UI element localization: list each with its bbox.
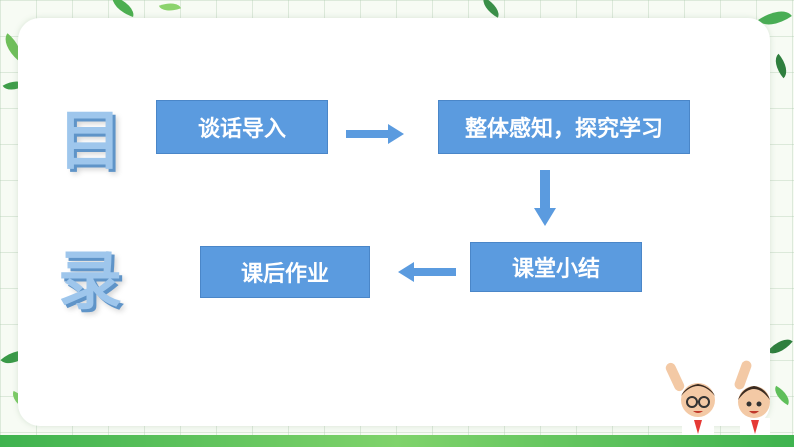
leaf-icon [108, 0, 138, 18]
leaf-icon [767, 333, 793, 360]
step-box-summary: 课堂小结 [470, 242, 642, 292]
title-char-lu: 录 [58, 245, 122, 319]
arrow-right-icon [346, 124, 404, 144]
step-box-homework: 课后作业 [200, 246, 370, 298]
ground-strip [0, 435, 794, 447]
arrow-left-icon [398, 262, 456, 282]
child-illustration [665, 360, 770, 447]
leaf-icon [478, 0, 504, 18]
content-card: 目 录 谈话导入 整体感知，探究学习 课堂小结 课后作业 [18, 18, 770, 426]
leaf-icon [769, 53, 793, 79]
step-box-explore: 整体感知，探究学习 [438, 100, 690, 154]
leaf-icon [158, 0, 182, 16]
step-box-intro: 谈话导入 [156, 100, 328, 154]
arrow-down-icon [534, 170, 556, 226]
title-char-mu: 目 [58, 105, 122, 179]
